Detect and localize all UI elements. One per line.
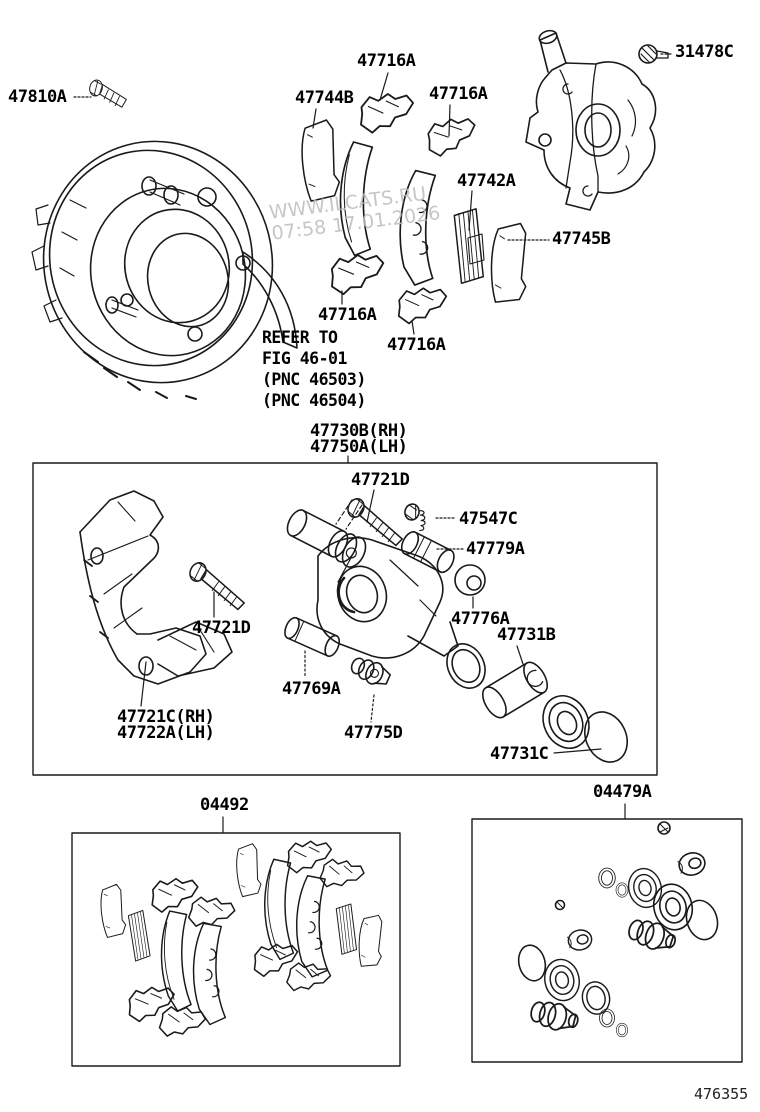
callout-47731c: 47731C xyxy=(490,744,549,764)
callout-04492: 04492 xyxy=(200,795,249,815)
slide-pin-47769a-illustration xyxy=(281,614,343,660)
refer-note-line1: REFER TO xyxy=(262,328,338,347)
callout-47721c-rh: 47721C(RH) xyxy=(117,707,215,727)
seal-kit-box xyxy=(471,818,743,1063)
callout-47730b-rh: 47730B(RH) xyxy=(310,421,408,441)
bushing-47776a-illustration xyxy=(454,564,486,596)
leader-lines xyxy=(73,53,673,833)
callout-47776a: 47776A xyxy=(451,609,510,629)
refer-note-line3: (PNC 46503) xyxy=(262,370,366,389)
callout-47810a: 47810A xyxy=(8,87,67,107)
brake-pads-illustration xyxy=(298,90,530,326)
callout-47716a-1: 47716A xyxy=(357,51,416,71)
callout-47721d-top: 47721D xyxy=(351,470,410,490)
callout-47716a-3: 47716A xyxy=(318,305,377,325)
refer-note-line4: (PNC 46504) xyxy=(262,391,366,410)
figure-number: 476355 xyxy=(694,1085,749,1103)
callout-47716a-2: 47716A xyxy=(429,84,488,104)
callout-47716a-4: 47716A xyxy=(387,335,446,355)
refer-note-line2: FIG 46-01 xyxy=(262,349,347,368)
bolt-47810a-illustration xyxy=(89,79,127,108)
pad-kit-contents-illustration xyxy=(98,839,385,1041)
callout-47731b: 47731B xyxy=(497,625,556,645)
callout-47721d-left: 47721D xyxy=(192,618,251,638)
callout-47547c: 47547C xyxy=(459,509,518,529)
caliper-housing-illustration xyxy=(525,29,657,211)
callout-04479a: 04479A xyxy=(593,782,652,802)
pad-kit-box xyxy=(71,832,401,1067)
callout-47750a-lh: 47750A(LH) xyxy=(310,437,408,457)
callout-47769a: 47769A xyxy=(282,679,341,699)
piston-seal-illustration xyxy=(446,643,486,689)
bolt-31478c-illustration xyxy=(638,44,669,64)
callout-47722a-lh: 47722A(LH) xyxy=(117,723,215,743)
plug-47775d-illustration xyxy=(350,657,391,685)
guide-bolts-illustration xyxy=(183,495,411,612)
callout-47779a: 47779A xyxy=(466,539,525,559)
caliper-detail-box xyxy=(32,462,658,776)
screw-47547c-illustration xyxy=(404,503,426,532)
caliper-body-illustration xyxy=(286,499,459,659)
boot-47779a-illustration xyxy=(400,531,455,574)
callout-47775d: 47775D xyxy=(344,723,403,743)
seal-kit-contents-illustration xyxy=(517,821,719,1038)
torque-plate-illustration xyxy=(79,490,233,685)
backing-plate-illustration xyxy=(31,140,298,400)
boot-47731c-illustration xyxy=(542,695,590,749)
piston-47731b-illustration xyxy=(481,661,549,719)
callout-47745b: 47745B xyxy=(552,229,611,249)
piston-cap-illustration xyxy=(584,711,628,763)
callout-47742a: 47742A xyxy=(457,171,516,191)
callout-47744b: 47744B xyxy=(295,88,354,108)
callout-31478c: 31478C xyxy=(675,42,734,62)
